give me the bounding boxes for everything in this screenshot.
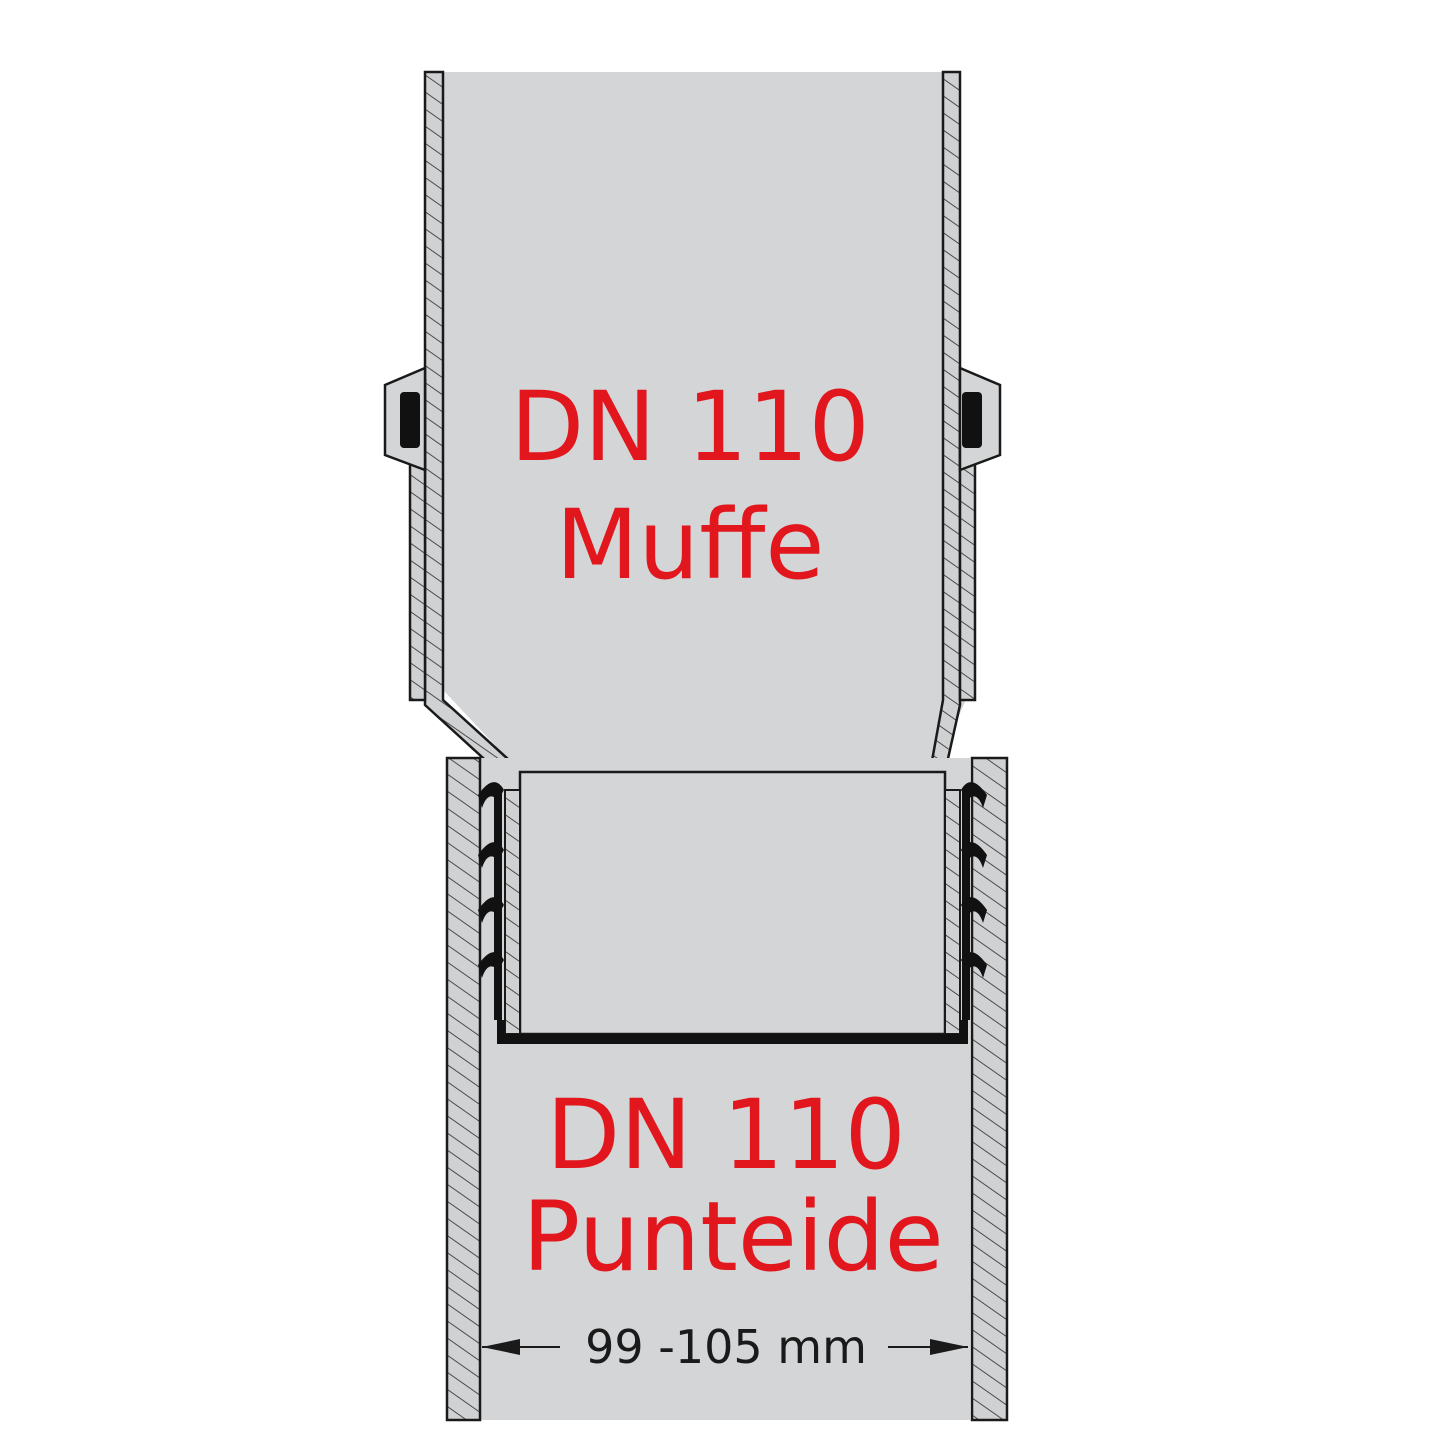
lower-label-line1: DN 110 xyxy=(546,1079,905,1191)
insert-bottom-lip xyxy=(497,1020,968,1044)
insert-body xyxy=(518,770,947,1036)
inner-insert xyxy=(478,770,987,1044)
arrow-right-icon xyxy=(930,1339,968,1355)
lower-left-wall xyxy=(445,756,482,1422)
right-seal xyxy=(962,392,982,448)
left-seal xyxy=(400,392,420,448)
right-lamella-seal xyxy=(961,782,987,1020)
dimension-text: 99 -105 mm xyxy=(585,1320,867,1374)
upper-label-line1: DN 110 xyxy=(510,371,869,483)
insert-left-wall xyxy=(504,789,521,1035)
lower-label-line2: Punteide xyxy=(522,1181,943,1293)
upper-pipe-body xyxy=(443,72,970,772)
left-lamella-seal xyxy=(478,782,504,1020)
lower-right-wall xyxy=(970,756,1009,1422)
arrow-left-icon xyxy=(482,1339,520,1355)
insert-right-wall xyxy=(944,789,961,1035)
upper-label-line2: Muffe xyxy=(556,489,825,601)
upper-pipe xyxy=(383,70,1002,780)
dimension-line: 99 -105 mm xyxy=(482,1320,968,1374)
